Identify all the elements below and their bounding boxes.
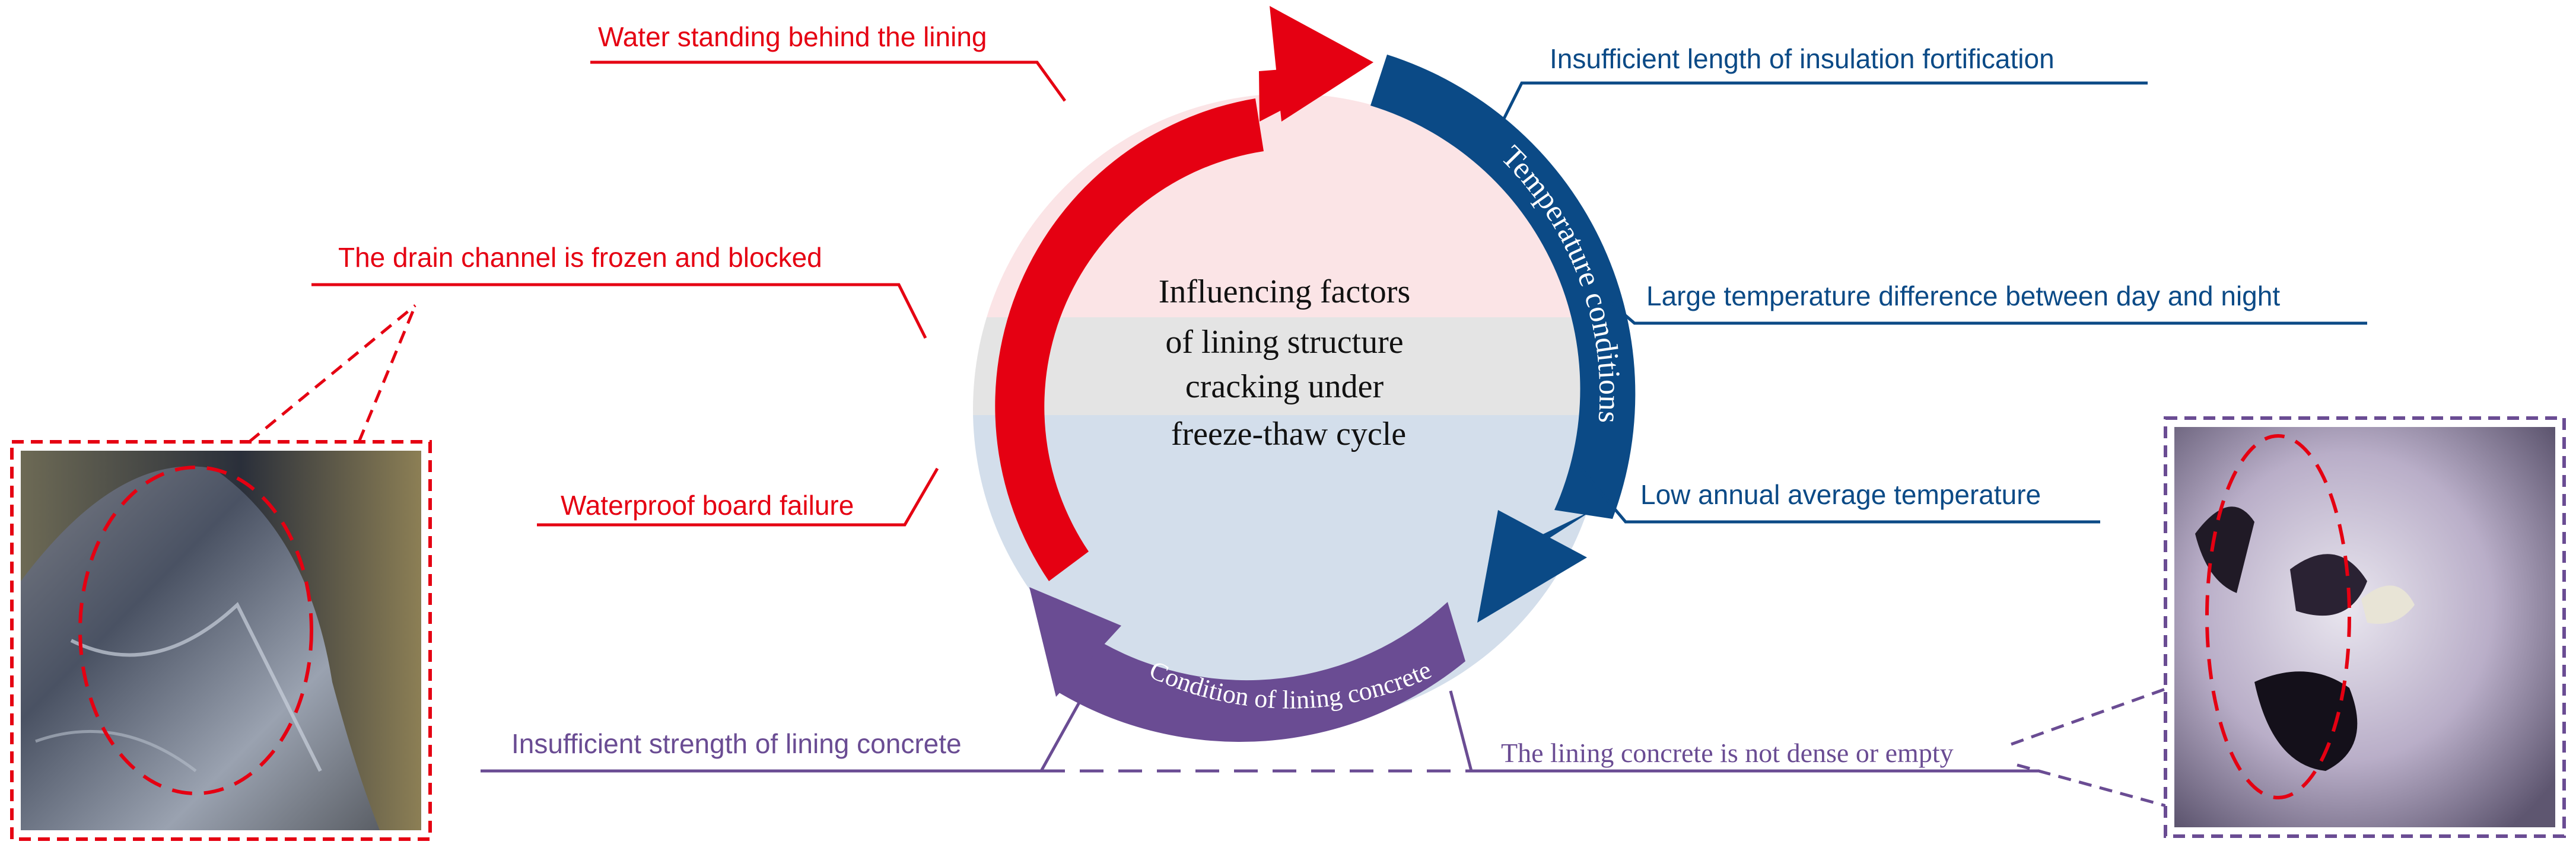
center-title: Influencing factors of lining structure … — [1159, 273, 1419, 452]
factor-waterproof-failure: Waterproof board failure — [561, 490, 854, 521]
factor-not-dense: The lining concrete is not dense or empt… — [1501, 738, 1954, 768]
concrete-connectors — [481, 690, 2038, 773]
temperature-connectors — [1499, 81, 2367, 524]
hydrological-connectors — [311, 60, 1067, 527]
factor-temp-difference: Large temperature difference between day… — [1646, 281, 2280, 311]
hydrological-arrowhead — [1270, 6, 1373, 122]
factor-drain-frozen: The drain channel is frozen and blocked — [338, 242, 822, 273]
temperature-arrowhead — [1477, 510, 1587, 623]
frozen-drain-photo — [21, 451, 421, 830]
factor-low-temp: Low annual average temperature — [1640, 479, 2041, 510]
factor-insulation-length: Insufficient length of insulation fortif… — [1550, 43, 2055, 74]
factor-water-standing: Water standing behind the lining — [598, 21, 987, 52]
concrete-arrowhead — [1029, 587, 1121, 697]
factor-insufficient-strength: Insufficient strength of lining concrete — [511, 728, 962, 759]
right-photo-callout — [2011, 416, 2566, 838]
hollow-concrete-photo — [2174, 427, 2555, 827]
left-photo-callout — [10, 304, 432, 841]
